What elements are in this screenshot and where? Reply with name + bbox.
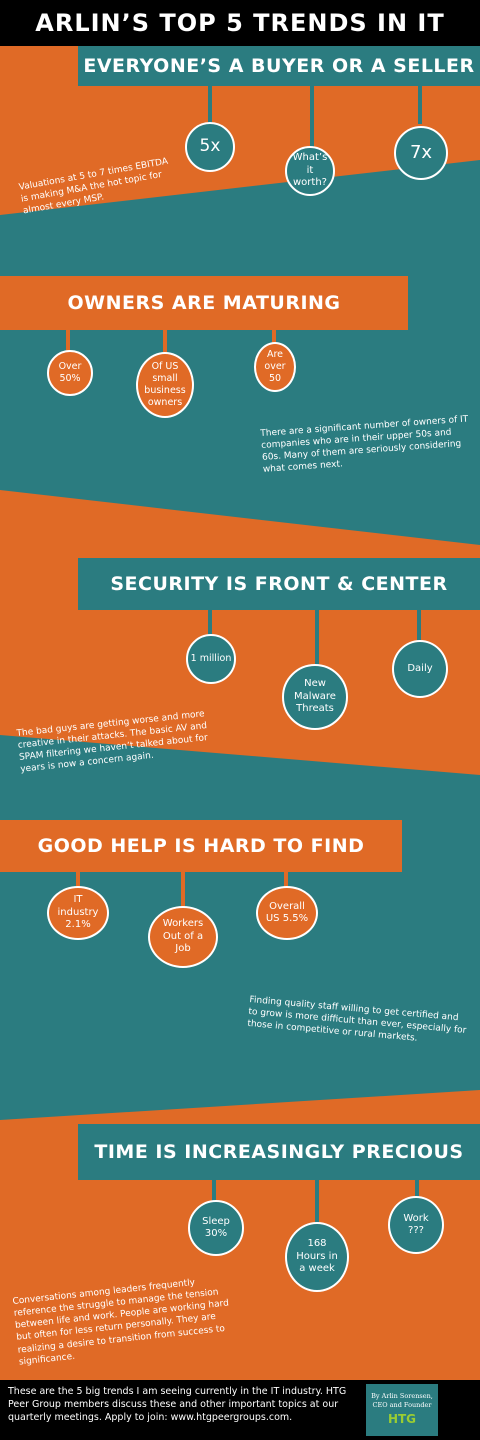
section-4-heading: GOOD HELP IS HARD TO FIND — [0, 820, 402, 872]
section-1-circle-1: 5x — [185, 122, 235, 172]
section-2-string-2 — [163, 330, 167, 354]
section-2-string-3 — [272, 330, 276, 344]
footer-text: These are the 5 big trends I am seeing c… — [8, 1386, 347, 1423]
section-1-string-1 — [208, 86, 212, 124]
section-3-string-1 — [208, 610, 212, 636]
section-5-string-2 — [315, 1180, 319, 1226]
section-5-circle-1: Sleep 30% — [188, 1200, 244, 1256]
section-3-string-2 — [315, 610, 319, 668]
author-byline: By Arlin Sorensen, — [371, 1392, 433, 1400]
section-4-string-2 — [181, 872, 185, 908]
section-2-string-1 — [66, 330, 70, 354]
section-1-string-3 — [418, 86, 422, 124]
section-2-heading: OWNERS ARE MATURING — [0, 276, 408, 330]
section-4-string-3 — [284, 872, 288, 888]
section-1-string-2 — [310, 86, 314, 148]
section-5-heading: TIME IS INCREASINGLY PRECIOUS — [78, 1124, 480, 1180]
section-3-circle-1: 1 million — [186, 634, 236, 684]
section-1-circle-2: What’s it worth? — [285, 146, 335, 196]
htg-logo: HTG — [387, 1411, 417, 1426]
section-4-string-1 — [76, 872, 80, 888]
page-title: ARLIN’S TOP 5 TRENDS IN IT — [0, 0, 480, 46]
section-5-circle-3: Work ??? — [388, 1196, 444, 1254]
section-3-circle-2: New Malware Threats — [282, 664, 348, 730]
author-badge: By Arlin Sorensen, CEO and Founder HTG — [366, 1384, 438, 1436]
section-3-circle-3: Daily — [392, 640, 448, 698]
section-3-string-3 — [417, 610, 421, 644]
section-2-circle-3: Are over 50 — [254, 342, 296, 392]
section-5-circle-2: 168 Hours in a week — [285, 1222, 349, 1292]
section-2-circle-1: Over 50% — [47, 350, 93, 396]
section-3-heading: SECURITY IS FRONT & CENTER — [78, 558, 480, 610]
section-4-circle-2: Workers Out of a Job — [148, 906, 218, 968]
section-4-circle-3: Overall US 5.5% — [256, 886, 318, 940]
section-4-circle-1: IT industry 2.1% — [47, 886, 109, 940]
section-5-string-1 — [212, 1180, 216, 1202]
section-5-string-3 — [415, 1180, 419, 1200]
section-1-heading: EVERYONE’S A BUYER OR A SELLER — [78, 46, 480, 86]
author-role: CEO and Founder — [372, 1400, 432, 1409]
section-2-circle-2: Of US small business owners — [136, 352, 194, 418]
section-1-circle-3: 7x — [394, 126, 448, 180]
